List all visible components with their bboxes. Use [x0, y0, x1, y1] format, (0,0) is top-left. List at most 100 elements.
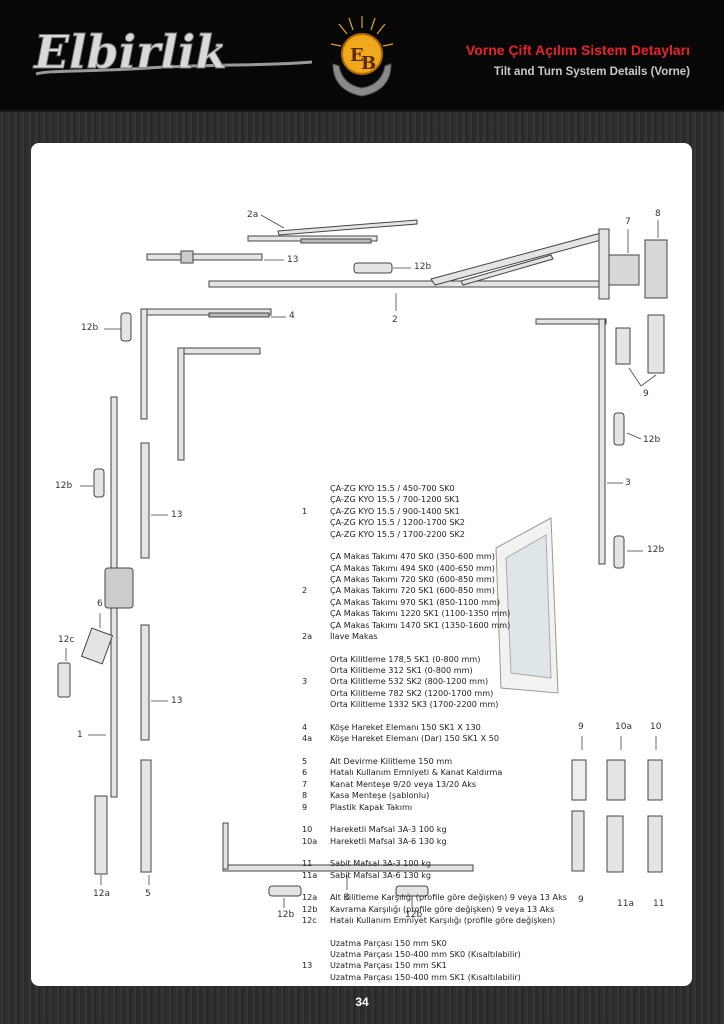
- legend-item: Alt Devirme Kilitleme 150 mm: [330, 755, 453, 766]
- legend-num: [302, 597, 330, 608]
- label-hinge-11: 11: [653, 899, 665, 909]
- legend-item: ÇA-ZG KYO 15.5 / 450-700 SK0: [330, 483, 455, 493]
- legend-item: Orta Kilitleme 178,5 SK1 (0-800 mm): [330, 653, 481, 664]
- page-title-english: Tilt and Turn System Details (Vorne): [493, 66, 690, 78]
- legend-num: [302, 938, 330, 949]
- legend-item: İlave Makas: [330, 631, 378, 642]
- legend-item: ÇA Makas Takımı 1220 SK1 (1100-1350 mm): [330, 608, 511, 619]
- label-12b-right-2: 12b: [647, 545, 665, 555]
- label-12b-bottom-1: 12b: [277, 910, 295, 920]
- legend-num: [302, 654, 330, 665]
- label-5: 5: [145, 889, 151, 899]
- label-12a: 12a: [93, 889, 110, 899]
- legend-item: Kanat Menteşe 9/20 veya 13/20 Aks: [330, 778, 477, 789]
- legend-num: [302, 620, 330, 631]
- label-2a: 2a: [247, 210, 259, 220]
- legend-num: 4: [302, 721, 308, 732]
- legend-item: ÇA Makas Takımı 470 SK0 (350-600 mm): [330, 551, 495, 562]
- label-13-mid: 13: [171, 510, 183, 520]
- legend-item: Kasa Menteşe (şablonlu): [330, 790, 430, 801]
- legend-num: [302, 665, 330, 676]
- legend-item: ÇA-ZG KYO 15.5 / 700-1200 SK1: [330, 494, 460, 505]
- legend-item: Kavrama Karşılığı (profile göre değişken…: [330, 903, 555, 914]
- label-6: 6: [97, 599, 103, 609]
- label-2: 2: [392, 315, 398, 325]
- brand-logo: Elbirlik: [28, 22, 318, 86]
- legend-num: [302, 517, 330, 528]
- label-hinge-10: 10: [650, 722, 662, 732]
- legend-item: Köşe Hareket Elemanı (Dar) 150 SK1 X 50: [330, 733, 500, 744]
- legend-item: ÇA Makas Takımı 494 SK0 (400-650 mm): [330, 562, 495, 573]
- legend-num: 12a: [302, 892, 318, 903]
- legend-num: [302, 972, 330, 983]
- label-hinge-9-b: 9: [578, 895, 584, 905]
- legend-item: ÇA-ZG KYO 15.5 / 1700-2200 SK2: [330, 528, 465, 539]
- legend-num: 3: [302, 676, 308, 687]
- label-1: 1: [77, 730, 83, 740]
- legend-item: ÇA Makas Takımı 720 SK1 (600-850 mm): [330, 585, 495, 596]
- label-7: 7: [625, 217, 631, 227]
- legend-num: 11a: [302, 869, 318, 880]
- label-9: 9: [643, 389, 649, 399]
- legend-item: ÇA-ZG KYO 15.5 / 900-1400 SK1: [330, 505, 460, 516]
- svg-text:Elbirlik: Elbirlik: [32, 25, 227, 79]
- legend-num: [302, 699, 330, 710]
- legend-item: Uzatma Parçası 150-400 mm SK0 (Kısaltıla…: [330, 948, 521, 959]
- label-4: 4: [289, 311, 295, 321]
- label-3-bottom: 3: [344, 893, 350, 903]
- label-12c: 12c: [58, 635, 75, 645]
- legend-item: Uzatma Parçası 150-400 mm SK1 (Kısaltıla…: [330, 971, 521, 982]
- legend-num: 4a: [302, 733, 313, 744]
- legend-item: ÇA Makas Takımı 1470 SK1 (1350-1600 mm): [330, 619, 511, 630]
- legend-item: Sabit Mafsal 3A-6 130 kg: [330, 869, 432, 880]
- legend-num: [302, 529, 330, 540]
- legend-item: Plastik Kapak Takımı: [330, 801, 413, 812]
- legend-num: 2a: [302, 631, 313, 642]
- legend-item: ÇA-ZG KYO 15.5 / 1200-1700 SK2: [330, 517, 465, 528]
- legend-item: Hareketli Mafsal 3A-6 130 kg: [330, 835, 447, 846]
- legend-num: 11: [302, 858, 313, 869]
- legend-num: 7: [302, 778, 308, 789]
- legend-num: [302, 551, 330, 562]
- legend-num: 8: [302, 790, 308, 801]
- legend-item: Alt Kilitleme Karşılığı (profile göre de…: [330, 892, 567, 903]
- label-12b-mid: 12b: [55, 481, 73, 491]
- legend-num: 13: [302, 960, 313, 971]
- legend-item: Uzatma Parçası 150 mm SK1: [330, 960, 447, 971]
- legend-item: Uzatma Parçası 150 mm SK0: [330, 937, 447, 948]
- label-13-low: 13: [171, 696, 183, 706]
- legend-num: 9: [302, 801, 308, 812]
- legend-item: Hareketli Mafsal 3A-3 100 kg: [330, 824, 447, 835]
- legend-num: [302, 949, 330, 960]
- label-13-top: 13: [287, 255, 299, 265]
- legend-item: Orta Kilitleme 1332 SK3 (1700-2200 mm): [330, 699, 499, 710]
- content-panel: 2a 13 12b 7 8 2 12b 4 9 12b 12b 13 3 12b…: [31, 143, 692, 986]
- legend-num: 12c: [302, 914, 317, 925]
- label-12b-right-1: 12b: [643, 435, 661, 445]
- legend-num: 5: [302, 755, 308, 766]
- legend-num: 10: [302, 824, 313, 835]
- svg-text:B: B: [361, 53, 376, 74]
- legend-num: [302, 483, 330, 494]
- legend-num: 6: [302, 767, 308, 778]
- legend-num: [302, 608, 330, 619]
- legend-item: ÇA Makas Takımı 720 SK0 (600-850 mm): [330, 574, 495, 585]
- legend-num: 12b: [302, 903, 318, 914]
- label-3-right: 3: [625, 478, 631, 488]
- legend-item: Hatalı Kullanım Emniyeti & Kanat Kaldırm…: [330, 767, 503, 778]
- page-header: Elbirlik E B Vorne Çift Açılım Sistem De…: [0, 0, 724, 112]
- page-number: 34: [355, 995, 369, 1009]
- label-12b-bottom-2: 12b: [405, 910, 423, 920]
- legend-num: 10a: [302, 835, 318, 846]
- label-hinge-9: 9: [578, 722, 584, 732]
- company-emblem: E B: [327, 14, 397, 100]
- label-hinge-11a: 11a: [617, 899, 634, 909]
- legend-group-2: 2 2a ÇA Makas Takımı 470 SK0 (350-600 mm…: [302, 551, 582, 642]
